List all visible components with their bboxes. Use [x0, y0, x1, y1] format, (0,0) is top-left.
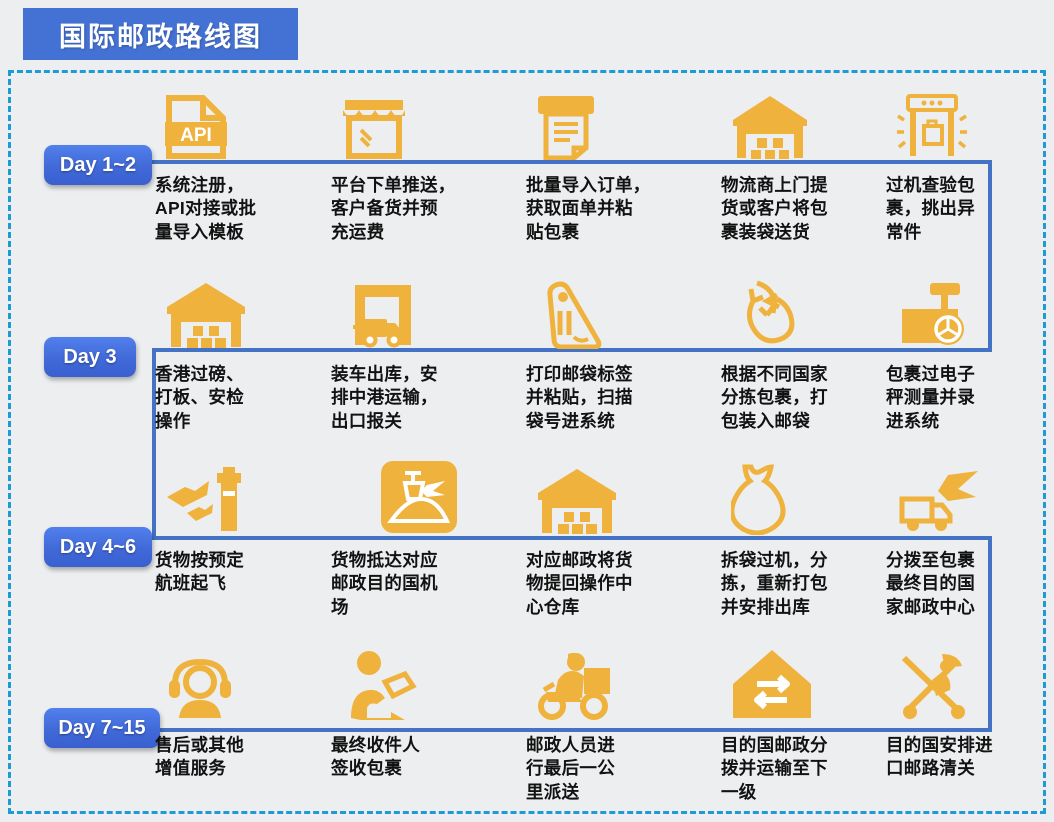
step-label: 平台下单推送， 客户备货并预 充运费	[331, 175, 456, 242]
person-signing-icon	[331, 648, 507, 720]
step-label: 批量导入订单， 获取面单并粘 贴包裹	[526, 175, 651, 242]
page-title-text: 国际邮政路线图	[59, 21, 262, 52]
day-badge-label: Day 1~2	[59, 153, 137, 176]
connector-line-row2-horizontal	[152, 348, 992, 352]
scooter-courier-icon	[526, 648, 702, 720]
step-label: 目的国邮政分 拨并运输至下 一级	[721, 735, 828, 802]
step-card[interactable]: 装车出库，安 排中港运输， 出口报关	[331, 277, 507, 462]
day-badge-4[interactable]: Day 7~15	[44, 708, 160, 748]
day-badge-1[interactable]: Day 1~2	[44, 145, 152, 185]
mail-tag-label-icon	[526, 277, 702, 349]
step-card[interactable]: 打印邮袋标签 并粘贴，扫描 袋号进系统	[526, 277, 702, 462]
step-card[interactable]: API 系统注册， API对接或批 量导入模板	[155, 88, 331, 273]
step-card[interactable]: 香港过磅、 打板、安检 操作	[155, 277, 331, 462]
step-card[interactable]: 过机查验包 裹，挑出异 常件	[886, 88, 1054, 273]
warehouse-icon	[155, 277, 331, 349]
step-label: 分拨至包裹 最终目的国 家邮政中心	[886, 550, 975, 617]
connector-line-right-down-2	[988, 536, 992, 732]
step-label: 物流商上门提 货或客户将包 裹装袋送货	[721, 175, 828, 242]
xray-scanner-icon	[886, 88, 1054, 160]
step-label: 装车出库，安 排中港运输， 出口报关	[331, 364, 438, 431]
step-card[interactable]: 邮政人员进 行最后一公 里派送	[526, 648, 702, 822]
step-label: 根据不同国家 分拣包裹，打 包装入邮袋	[721, 364, 828, 431]
step-card[interactable]: 目的国安排进 口邮路清关	[886, 648, 1054, 822]
storefront-icon	[331, 88, 507, 160]
step-label: 香港过磅、 打板、安检 操作	[155, 364, 244, 431]
customs-clearance-icon	[886, 648, 1054, 720]
step-label: 货物抵达对应 邮政目的国机 场	[331, 550, 438, 617]
step-card[interactable]: 货物按预定 航班起飞	[155, 463, 331, 648]
printer-waybill-icon	[526, 88, 702, 160]
warehouse-icon	[526, 463, 702, 535]
mail-sack-icon	[721, 463, 897, 535]
step-card[interactable]: 物流商上门提 货或客户将包 裹装袋送货	[721, 88, 897, 273]
day-badge-label: Day 4~6	[59, 535, 137, 558]
step-label: 邮政人员进 行最后一公 里派送	[526, 735, 615, 802]
connector-line-row3-horizontal	[152, 536, 992, 540]
customer-service-headset-icon	[155, 648, 331, 720]
connector-line-left-down-1	[152, 348, 156, 540]
electronic-scale-icon	[886, 277, 1054, 349]
step-card[interactable]: 平台下单推送， 客户备货并预 充运费	[331, 88, 507, 273]
truck-plane-icon	[886, 463, 1054, 535]
timeline-row-4: 售后或其他 增值服务 最终收件人 签收包裹	[155, 648, 1035, 822]
step-label: 包裹过电子 秤测量并录 进系统	[886, 364, 975, 431]
step-card[interactable]: 分拨至包裹 最终目的国 家邮政中心	[886, 463, 1054, 648]
step-card[interactable]: 售后或其他 增值服务	[155, 648, 331, 822]
step-label: 售后或其他 增值服务	[155, 735, 244, 779]
sorting-sack-icon	[721, 277, 897, 349]
step-card[interactable]: 拆袋过机，分 拣，重新打包 并安排出库	[721, 463, 897, 648]
step-label: 打印邮袋标签 并粘贴，扫描 袋号进系统	[526, 364, 633, 431]
airplane-takeoff-tower-icon	[155, 463, 331, 535]
day-badge-2[interactable]: Day 3	[44, 337, 136, 377]
step-card[interactable]: 目的国邮政分 拨并运输至下 一级	[721, 648, 897, 822]
step-card[interactable]: 货物抵达对应 邮政目的国机 场	[331, 461, 507, 648]
timeline-row-2: 香港过磅、 打板、安检 操作 装车出库，安 排中港运输， 出口报关	[155, 277, 1035, 462]
step-label: 过机查验包 裹，挑出异 常件	[886, 175, 975, 242]
connector-line-right-down-1	[988, 160, 992, 352]
step-label: 系统注册， API对接或批 量导入模板	[155, 175, 257, 242]
step-card[interactable]: 根据不同国家 分拣包裹，打 包装入邮袋	[721, 277, 897, 462]
api-document-icon: API	[155, 88, 331, 160]
step-card[interactable]: 批量导入订单， 获取面单并粘 贴包裹	[526, 88, 702, 273]
step-label: 拆袋过机，分 拣，重新打包 并安排出库	[721, 550, 828, 617]
airport-arrival-icon	[331, 461, 507, 535]
day-badge-3[interactable]: Day 4~6	[44, 527, 152, 567]
step-label: 对应邮政将货 物提回操作中 心仓库	[526, 550, 633, 617]
svg-text:API: API	[180, 125, 212, 146]
timeline-row-1: API 系统注册， API对接或批 量导入模板 平台下单推送， 客户备货并预 充…	[155, 88, 1035, 273]
step-card[interactable]: 最终收件人 签收包裹	[331, 648, 507, 822]
connector-line-row1-horizontal	[152, 160, 992, 164]
truck-warehouse-icon	[331, 277, 507, 349]
warehouse-icon	[721, 88, 897, 160]
step-label: 最终收件人 签收包裹	[331, 735, 420, 779]
house-exchange-icon	[721, 648, 897, 720]
timeline-row-3: 货物按预定 航班起飞 货物抵达对应 邮政目的国机 场	[155, 461, 1035, 648]
day-badge-label: Day 3	[63, 345, 117, 368]
step-label: 货物按预定 航班起飞	[155, 550, 244, 594]
step-card[interactable]: 对应邮政将货 物提回操作中 心仓库	[526, 463, 702, 648]
step-card[interactable]: 包裹过电子 秤测量并录 进系统	[886, 277, 1054, 462]
day-badge-label: Day 7~15	[58, 716, 146, 739]
connector-line-row4-horizontal	[152, 728, 992, 732]
step-label: 目的国安排进 口邮路清关	[886, 735, 993, 779]
page-title: 国际邮政路线图	[23, 8, 298, 60]
